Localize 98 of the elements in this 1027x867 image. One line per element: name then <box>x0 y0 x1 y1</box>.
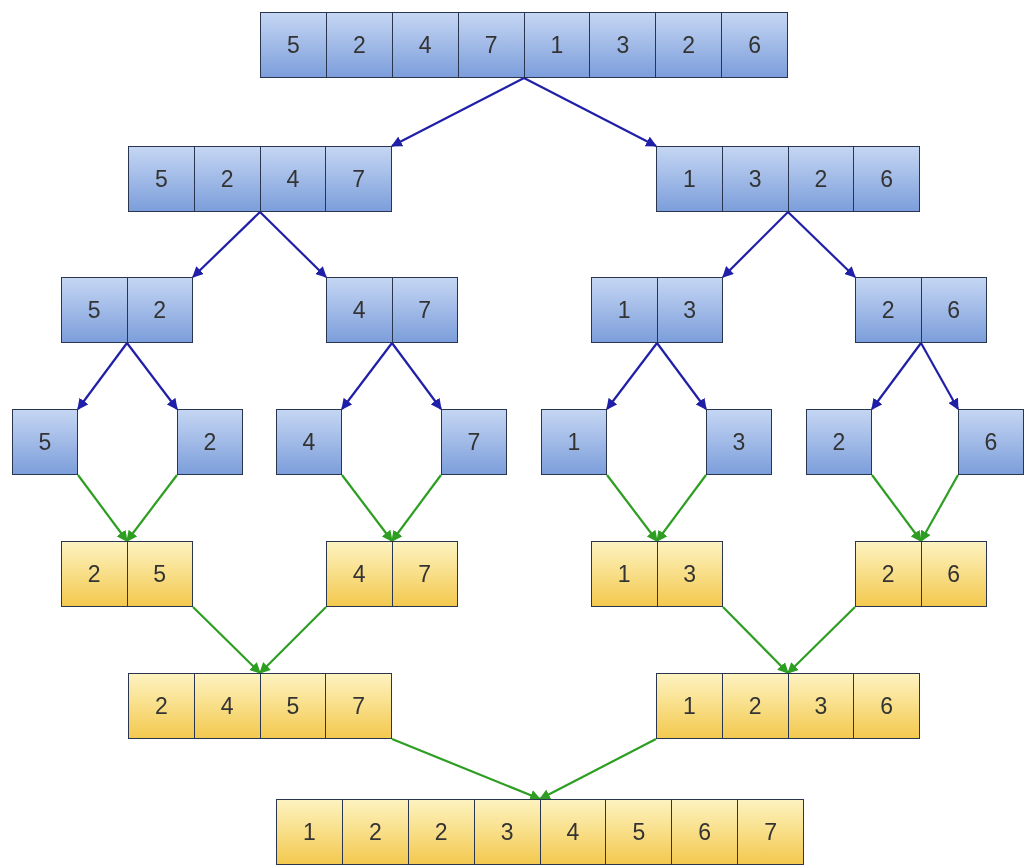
arrow <box>77 474 128 542</box>
array-value: 7 <box>391 278 457 342</box>
arrow <box>539 738 657 800</box>
array-value: 4 <box>277 410 341 474</box>
arrow <box>523 77 657 147</box>
array-box <box>276 799 804 865</box>
arrow <box>606 474 658 542</box>
array-box <box>591 277 723 343</box>
array-value: 2 <box>856 278 921 342</box>
array-value: 5 <box>13 410 77 474</box>
array-value: 4 <box>327 542 392 606</box>
arrow <box>391 77 525 147</box>
array-value: 1 <box>657 147 722 211</box>
array-value: 3 <box>656 278 722 342</box>
arrow <box>391 738 541 801</box>
array-value: 2 <box>325 13 392 77</box>
array-value: 7 <box>442 410 506 474</box>
array-box <box>326 541 458 607</box>
array-value: 6 <box>920 542 986 606</box>
array-value: 2 <box>62 542 127 606</box>
array-value: 4 <box>327 278 392 342</box>
array-value: 7 <box>737 800 803 864</box>
arrow <box>192 211 261 278</box>
array-value: 6 <box>721 13 787 77</box>
array-value: 7 <box>457 13 524 77</box>
array-box <box>128 673 392 739</box>
array-box <box>656 146 920 212</box>
array-value: 5 <box>261 13 326 77</box>
array-value: 6 <box>920 278 986 342</box>
array-value: 5 <box>259 674 326 738</box>
array-box <box>61 541 193 607</box>
array-value: 1 <box>592 278 657 342</box>
array-value: 2 <box>193 147 260 211</box>
arrow <box>787 606 856 674</box>
array-value: 7 <box>391 542 457 606</box>
arrow <box>126 474 178 542</box>
array-value: 4 <box>259 147 326 211</box>
array-box <box>591 541 723 607</box>
array-value: 2 <box>341 800 408 864</box>
array-value: 2 <box>856 542 921 606</box>
arrow <box>656 342 707 410</box>
array-box <box>326 277 458 343</box>
array-value: 3 <box>589 13 656 77</box>
array-box <box>128 146 392 212</box>
array-box <box>855 277 987 343</box>
array-value: 1 <box>523 13 590 77</box>
arrow <box>656 474 707 542</box>
arrow <box>871 342 922 410</box>
array-value: 4 <box>391 13 458 77</box>
array-value: 2 <box>129 674 194 738</box>
array-box <box>656 673 920 739</box>
arrow <box>920 342 959 410</box>
arrow <box>391 342 442 410</box>
arrow <box>391 474 442 542</box>
array-value: 1 <box>277 800 342 864</box>
array-value: 6 <box>671 800 738 864</box>
array-value: 2 <box>407 800 474 864</box>
array-value: 2 <box>721 674 788 738</box>
array-value: 2 <box>655 13 722 77</box>
array-value: 5 <box>129 147 194 211</box>
array-value: 4 <box>193 674 260 738</box>
arrow <box>341 474 393 542</box>
arrow <box>606 342 658 410</box>
array-value: 3 <box>473 800 540 864</box>
array-value: 3 <box>656 542 722 606</box>
array-value: 2 <box>126 278 192 342</box>
arrow <box>920 474 959 542</box>
arrow <box>77 342 128 410</box>
array-value: 5 <box>605 800 672 864</box>
array-value: 4 <box>539 800 606 864</box>
array-value: 5 <box>62 278 127 342</box>
array-value: 2 <box>807 410 871 474</box>
array-value: 7 <box>325 147 391 211</box>
array-box <box>855 541 987 607</box>
arrow <box>259 211 327 278</box>
array-value: 6 <box>853 147 919 211</box>
array-value: 1 <box>657 674 722 738</box>
arrow <box>787 211 856 278</box>
array-value: 3 <box>787 674 854 738</box>
array-value: 2 <box>178 410 242 474</box>
array-value: 2 <box>787 147 854 211</box>
array-value: 1 <box>592 542 657 606</box>
arrow <box>722 211 789 278</box>
arrow <box>259 606 327 674</box>
array-value: 3 <box>721 147 788 211</box>
array-box <box>260 12 788 78</box>
arrow <box>871 474 922 542</box>
arrow <box>126 342 178 410</box>
arrow <box>341 342 393 410</box>
array-value: 3 <box>707 410 771 474</box>
array-value: 6 <box>959 410 1023 474</box>
arrow <box>722 606 789 674</box>
arrow <box>192 606 261 674</box>
array-box <box>61 277 193 343</box>
array-value: 1 <box>542 410 606 474</box>
array-value: 7 <box>325 674 391 738</box>
array-value: 5 <box>126 542 192 606</box>
array-value: 6 <box>853 674 919 738</box>
